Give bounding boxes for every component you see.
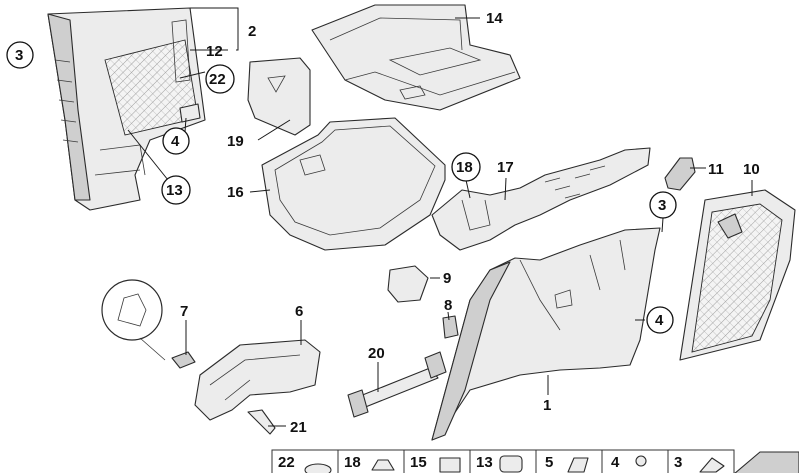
- clip-part: [664, 157, 696, 191]
- label-2: 2: [248, 23, 256, 40]
- label-12: 12: [206, 43, 223, 60]
- callout-label: 18: [456, 159, 473, 176]
- luggage-compartment-trim: [431, 227, 661, 441]
- label-17: 17: [497, 159, 514, 176]
- label-14: 14: [486, 10, 503, 27]
- callout-3-right: 3: [649, 191, 677, 219]
- strip-label-18: 18: [344, 454, 361, 471]
- strip-label-4: 4: [611, 454, 620, 471]
- label-20: 20: [368, 345, 385, 362]
- callout-4-right: 4: [646, 306, 674, 334]
- label-16: 16: [227, 184, 244, 201]
- small-cover: [247, 57, 311, 136]
- callout-22: 22: [205, 64, 235, 94]
- side-panel-with-net: [47, 7, 206, 211]
- strip-label-13: 13: [476, 454, 493, 471]
- callout-label: 4: [171, 133, 180, 150]
- detail-bubble: [101, 279, 196, 369]
- callout-13: 13: [161, 175, 191, 205]
- strip-label-22: 22: [278, 454, 295, 471]
- upper-trim-rail: [431, 147, 651, 251]
- floor-cover: [311, 4, 521, 111]
- callout-3-left: 3: [6, 41, 34, 69]
- frame-part: [679, 189, 796, 361]
- strip-label-3: 3: [674, 454, 682, 471]
- label-7: 7: [180, 303, 188, 320]
- label-9: 9: [443, 270, 451, 287]
- storage-tray: [261, 117, 446, 251]
- callout-label: 3: [658, 197, 666, 214]
- callout-18: 18: [451, 152, 481, 182]
- cover-part-6: [194, 339, 321, 421]
- label-11: 11: [708, 161, 724, 178]
- label-8: 8: [444, 297, 452, 314]
- callout-label: 3: [15, 47, 23, 64]
- leader-lines: [127, 7, 753, 427]
- callout-label: 22: [209, 71, 226, 88]
- label-21: 21: [290, 419, 307, 436]
- clip-21: [247, 409, 276, 435]
- label-19: 19: [227, 133, 244, 150]
- callout-label: 13: [166, 182, 183, 199]
- label-10: 10: [743, 161, 760, 178]
- callout-label: 4: [655, 312, 664, 329]
- strap-part: [347, 351, 447, 418]
- label-6: 6: [295, 303, 303, 320]
- strip-label-5: 5: [545, 454, 553, 471]
- bracket-8: [442, 315, 459, 339]
- label-1: 1: [543, 397, 551, 414]
- bracket-9: [387, 265, 429, 303]
- bottom-parts-strip: 22 18 15 13 5 4 3: [271, 449, 799, 473]
- strip-label-15: 15: [410, 454, 427, 471]
- callout-4-left: 4: [162, 127, 190, 155]
